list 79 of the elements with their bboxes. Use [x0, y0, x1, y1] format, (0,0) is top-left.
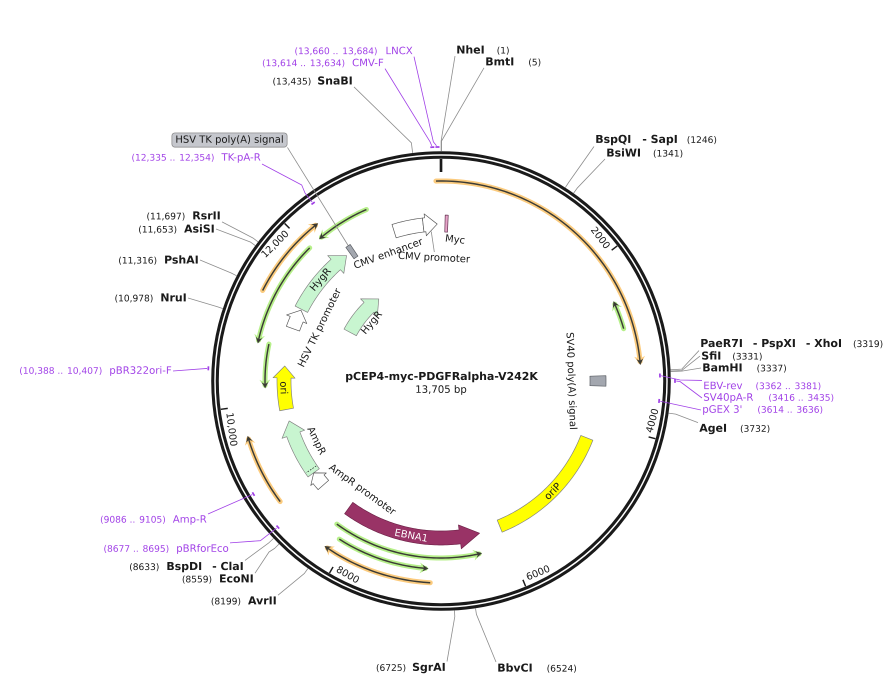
plasmid-name: pCEP4-myc-PDGFRalpha-V242K [346, 372, 538, 382]
leader-line [446, 610, 456, 662]
leader-line [441, 67, 484, 152]
primer-label: (8677 .. 8695) pBRforEco [104, 544, 228, 554]
primer-mark [435, 146, 440, 148]
primer-label: (12,335 .. 12,354) TK-pA-R [132, 153, 260, 163]
feature-block [422, 214, 438, 236]
feature-tag: HSV TK poly(A) signal [172, 132, 288, 148]
feature-box [392, 218, 424, 238]
enzyme-label: BamHI (3337) [703, 363, 786, 373]
leader-line [676, 380, 702, 398]
primer-label: pGEX 3' (3614 .. 3636) [703, 405, 822, 415]
enzyme-label: (13,435) SnaBI [273, 76, 352, 86]
enzyme-label: (11,697) RsrII [147, 211, 220, 221]
tick-label: 6000 [526, 565, 550, 580]
primer-mark [276, 525, 280, 530]
primer-mark [674, 378, 676, 383]
leader-line [278, 568, 308, 596]
enzyme-label: BmtI (5) [486, 57, 540, 67]
tick-label: 4000 [646, 408, 658, 433]
leader-line [430, 231, 435, 252]
primer-mark [658, 398, 660, 403]
leader-line [287, 147, 349, 246]
primer-mark [252, 492, 256, 496]
enzyme-label: SfiI (3331) [702, 351, 762, 361]
enzyme-label: (8559) EcoNI [182, 574, 253, 584]
leader-line [354, 86, 414, 154]
feature-box [590, 375, 606, 387]
leader-line [222, 221, 258, 242]
enzyme-label: (6725) SgrAI [376, 662, 445, 674]
enzyme-label: (11,653) AsiSI [139, 224, 214, 234]
leader-line [200, 260, 238, 276]
primer-label: EBV-rev (3362 .. 3381) [704, 382, 820, 390]
enzyme-label: BspQI - SapI (1246) [596, 134, 716, 146]
leader-line [230, 528, 277, 544]
leader-line [244, 538, 274, 561]
primer-label: (13,660 .. 13,684) LNCX [295, 46, 412, 56]
primer-mark [207, 366, 210, 370]
leader-line [262, 164, 312, 202]
leader-line [564, 146, 594, 188]
leader-line [188, 298, 224, 309]
enzyme-label: NheI (1) [457, 45, 509, 55]
leader-line [668, 412, 698, 423]
enzyme-label: PaeR7I - PspXI - XhoI (3319) [701, 338, 882, 350]
tick-label: 10,000 [226, 413, 238, 446]
enzyme-label: AgeI (3732) [699, 424, 770, 434]
leader-line [254, 544, 280, 574]
primer-label: (9086 .. 9105) Amp-R [100, 515, 206, 525]
feature-bar [444, 214, 449, 232]
leader-line [414, 56, 437, 146]
primer-label: SV40pA-R (3416 .. 3435) [704, 393, 834, 403]
primer-mark [659, 373, 661, 378]
enzyme-label: (8199) AvrII [212, 596, 276, 606]
enzyme-label: (11,316) PshAI [119, 255, 198, 265]
feature-block [286, 310, 308, 332]
leader-line [216, 228, 256, 246]
leader-line [660, 400, 702, 410]
sequence-length: 13,705 bp [416, 385, 466, 395]
leader-line [670, 350, 700, 370]
primer-label: (13,614 .. 13,634) CMV-F [262, 58, 384, 68]
enzyme-label: (8633) BspDI - ClaI [130, 562, 243, 572]
leader-line [208, 494, 253, 514]
feature-block: ori [272, 366, 296, 412]
primer-mark [310, 201, 316, 206]
leader-line [475, 608, 496, 662]
feature-label: Myc [446, 234, 465, 245]
primer-label: (10,388 .. 10,407) pBR322ori-F [20, 366, 172, 376]
leader-line [440, 56, 456, 152]
leader-line [670, 356, 700, 372]
feature-label: SV40 poly(A) signal [566, 332, 578, 429]
enzyme-label: BbvCI (6524) [498, 663, 576, 673]
leader-line [660, 375, 702, 381]
enzyme-label: BsiWI (1341) [607, 148, 682, 158]
leader-line [384, 68, 432, 146]
primer-mark [430, 146, 434, 148]
feature-block [310, 472, 329, 490]
leader-line [573, 158, 606, 194]
leader-line [670, 368, 702, 372]
enzyme-label: (10,978) NruI [115, 293, 186, 303]
